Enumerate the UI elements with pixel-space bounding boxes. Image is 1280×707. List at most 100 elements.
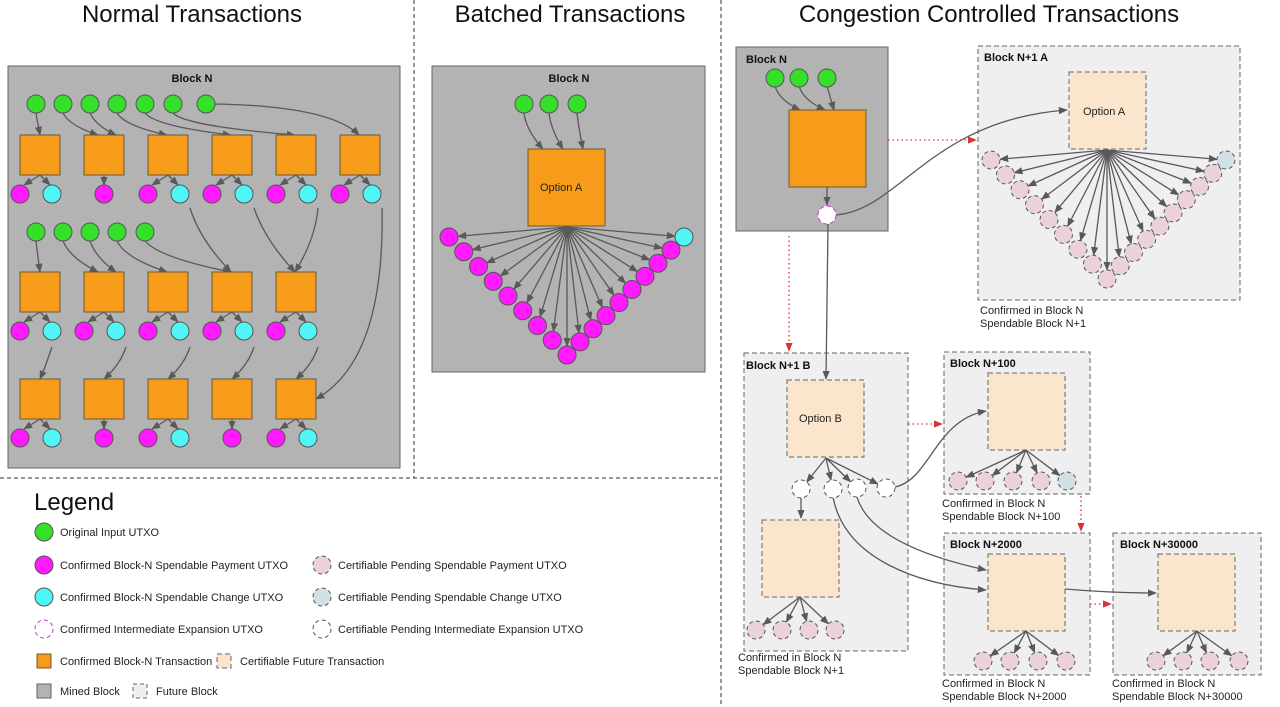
arrow [825,457,852,483]
change-utxo [234,321,254,341]
cc-block-a-caption-2: Spendable Block N+1 [980,318,1086,330]
payment-utxo [542,330,562,350]
payment-utxo [570,332,590,352]
arrow [566,226,615,296]
change-utxo [42,184,62,204]
arrow [151,174,169,186]
change-utxo [234,184,254,204]
arrow [1106,149,1156,220]
pending-payment-utxo [948,471,968,491]
arrow [103,346,127,380]
cc-block-100-caption-1: Confirmed in Block N [942,498,1045,510]
arrow [799,596,808,623]
arrow [548,112,564,150]
pending-payment-utxo [1003,471,1023,491]
change-utxo [170,321,190,341]
arrow [343,174,361,186]
arrow [231,311,243,323]
payment-utxo [266,428,286,448]
payment-utxo [648,253,668,273]
payment-utxo [138,428,158,448]
pending-payment-utxo [772,620,792,640]
pending-intermediate-utxo [823,479,843,499]
legend-mined-block-swatch [36,683,52,699]
future-transaction [987,372,1066,451]
arrow [1079,149,1108,242]
arrow [295,346,319,380]
pending-payment-utxo [746,620,766,640]
arrow [457,226,568,240]
confirmed-transaction-option-a [527,148,606,227]
legend-pending-change-swatch [312,587,332,607]
confirmed-transaction [83,378,125,420]
arrow [566,226,651,261]
arrow [485,226,568,264]
arrow [151,418,169,430]
arrow [1015,449,1027,474]
arrow [513,226,568,290]
confirmed-transaction [147,134,189,176]
legend-confirmed-tx-swatch [36,653,52,669]
arrow [23,311,41,323]
arrow [1106,149,1180,196]
arrow [62,240,99,273]
legend-pending-payment-swatch [312,555,332,575]
cc-block-100-label: Block N+100 [950,358,1016,370]
pending-payment-utxo [1137,229,1157,249]
arrow [167,418,179,430]
arrow [538,226,568,318]
change-utxo [298,184,318,204]
confirmed-transaction [83,134,125,176]
arrow [762,596,801,626]
change-utxo [298,321,318,341]
payment-utxo [10,321,30,341]
pending-payment-utxo [1097,269,1117,289]
arrow [566,226,593,321]
arrow [1040,149,1108,200]
cc-block-100-caption-2: Spendable Block N+100 [942,511,1060,523]
input-utxo [80,94,100,114]
arrow [23,174,41,186]
pending-payment-utxo [1083,254,1102,274]
cc-block-b-caption-1: Confirmed in Block N [738,652,841,664]
normal-block-label: Block N [172,73,213,85]
payment-utxo [439,227,459,247]
arrow [253,207,296,273]
arrow [87,311,105,323]
legend-label-mined-block: Mined Block [60,686,120,698]
cc-option-b-label: Option B [799,413,842,425]
legend-label-pending-payment: Certifiable Pending Spendable Payment UT… [338,560,567,572]
arrow [806,457,827,483]
cc-block-a-caption-1: Confirmed in Block N [980,305,1083,317]
pending-payment-utxo [1068,239,1088,259]
change-utxo [106,321,126,341]
arrow [1091,149,1108,257]
batched-tx-label: Option A [540,182,583,194]
normal-section: Block N [7,65,401,469]
arrow [39,311,51,323]
payment-utxo [596,306,616,326]
input-utxo [107,222,127,242]
pending-payment-utxo [1200,651,1220,671]
cc-option-a-label: Option A [1083,106,1126,118]
change-utxo [42,428,62,448]
input-utxo [26,222,46,242]
pending-payment-utxo [1010,180,1030,200]
payment-utxo [202,321,222,341]
pending-payment-utxo [1031,471,1051,491]
arrow [566,226,582,334]
legend-change-utxo-swatch [34,587,54,607]
arrow [526,226,568,304]
input-utxo [80,222,100,242]
arrow [1054,149,1108,214]
arrow [294,207,319,273]
pending-payment-utxo [996,165,1015,185]
confirmed-transaction [147,378,189,420]
pending-payment-utxo [1146,651,1166,671]
input-utxo [135,222,155,242]
arrow [39,418,51,430]
legend-label-payment: Confirmed Block-N Spendable Payment UTXO [60,560,288,572]
pending-payment-utxo [981,150,1001,170]
payment-utxo [557,345,577,365]
